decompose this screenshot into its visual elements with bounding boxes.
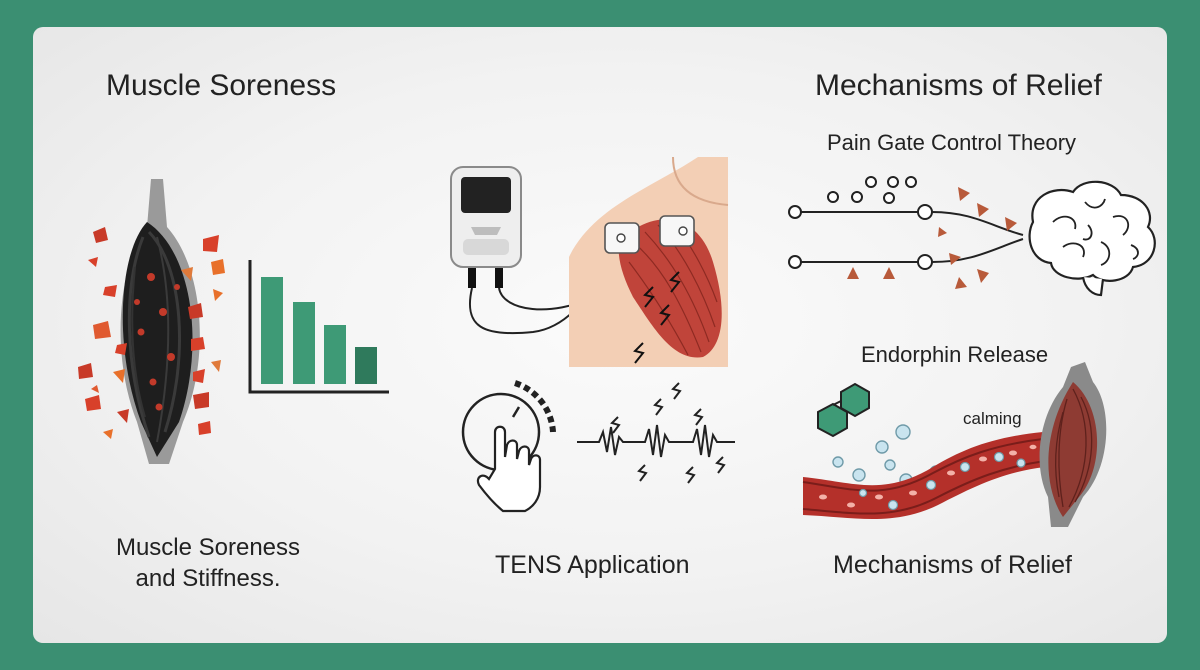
decreasing-bar-chart-icon xyxy=(248,260,389,394)
mechanisms-heading: Mechanisms of Relief xyxy=(815,69,1102,102)
mechanisms-caption: Mechanisms of Relief xyxy=(833,551,1072,579)
infographic-card: Muscle Soreness Mechanisms of Relief Pai… xyxy=(33,27,1167,643)
tens-device-icon xyxy=(450,166,684,335)
endorphin-release-label: Endorphin Release xyxy=(861,342,1049,367)
inflammation-particles xyxy=(78,227,225,439)
calming-label: calming xyxy=(963,409,1022,428)
electric-pulse-wave-icon xyxy=(577,382,735,484)
intensity-dial-icon xyxy=(461,380,556,513)
pain-gate-diagram xyxy=(788,176,1024,289)
blood-vessel-icon xyxy=(802,432,1046,519)
relaxed-muscle-icon xyxy=(1039,362,1107,527)
pain-gate-label: Pain Gate Control Theory xyxy=(827,130,1077,155)
muscle-soreness-caption: Muscle Soreness and Stiffness. xyxy=(115,534,301,592)
muscle-soreness-heading: Muscle Soreness xyxy=(106,69,337,102)
endorphin-molecule-icon xyxy=(817,382,870,438)
shoulder-illustration xyxy=(569,156,729,367)
tens-application-caption: TENS Application xyxy=(495,551,690,579)
sore-muscle-icon xyxy=(78,179,225,464)
illustration-canvas xyxy=(78,156,1156,527)
brain-icon xyxy=(1028,180,1156,297)
